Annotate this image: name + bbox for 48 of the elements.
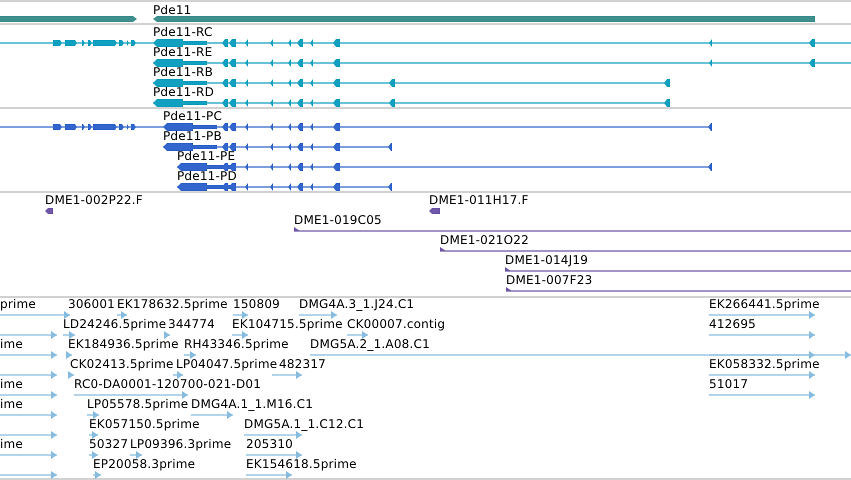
feature-label: prime (0, 297, 36, 311)
feature-label: DMG5A.1_1.C12.C1 (244, 417, 364, 431)
feature-label: DME1-019C05 (294, 213, 382, 227)
feature-label: DMG4A.3_1.J24.C1 (299, 297, 414, 311)
feature-label: EK266441.5prime (709, 297, 820, 311)
feature-label: ime (0, 397, 24, 411)
feature-label: RH43346.5prime (184, 337, 289, 351)
feature-label: DMG4A.1_1.M16.C1 (191, 397, 314, 411)
feature-label: Pde11-PE (177, 149, 236, 163)
feature-label: EK178632.5prime (117, 297, 228, 311)
feature-label: 482317 (279, 357, 326, 371)
feature-label: Pde11-RB (153, 65, 214, 79)
feature-label: Pde11-PC (163, 109, 222, 123)
feature-label: DMG5A.2_1.A08.C1 (310, 337, 430, 351)
feature-label: Pde11-PB (163, 129, 222, 143)
feature-label: ime (0, 377, 24, 391)
feature-label: DME1-021O22 (440, 233, 529, 247)
feature-label: EK058332.5prime (709, 357, 820, 371)
feature-label: 51017 (709, 377, 748, 391)
feature-label: ime (0, 337, 24, 351)
feature-label: DME1-011H17.F (429, 193, 529, 207)
feature-label: ime (0, 437, 24, 451)
feature-label: Pde11-RE (153, 45, 212, 59)
feature-label: EP20058.3prime (93, 457, 196, 471)
feature-label: EK104715.5prime (232, 317, 343, 331)
feature-label: EK057150.5prime (89, 417, 200, 431)
feature-label: EK154618.5prime (246, 457, 357, 471)
feature-label: DME1-002P22.F (45, 193, 143, 207)
feature-label: LP05578.5prime (87, 397, 188, 411)
feature-label: LD24246.5prime (63, 317, 166, 331)
feature-label: 205310 (246, 437, 294, 451)
feature-label: LP09396.3prime (130, 437, 232, 451)
feature-label: Pde11-PD (177, 169, 237, 183)
feature-label: 412695 (709, 317, 756, 331)
feature-label: EK184936.5prime (68, 337, 179, 351)
feature-label: Pde11-RD (153, 85, 214, 99)
feature-label: 150809 (233, 297, 280, 311)
feature-label: 306001 (68, 297, 116, 311)
feature-label: 344774 (168, 317, 216, 331)
feature-label: Pde11 (153, 3, 192, 17)
feature-label: 50327 (89, 437, 128, 451)
feature-label: CK00007.contig (347, 317, 446, 331)
feature-label: RC0-DA0001-120700-021-D01 (74, 377, 262, 391)
feature-label: DME1-007F23 (506, 273, 592, 287)
feature-label: LP04047.5prime (176, 357, 278, 371)
feature-label: CK02413.5prime (70, 357, 174, 371)
feature-label: Pde11-RC (153, 25, 213, 39)
feature-label: DME1-014J19 (505, 253, 588, 267)
